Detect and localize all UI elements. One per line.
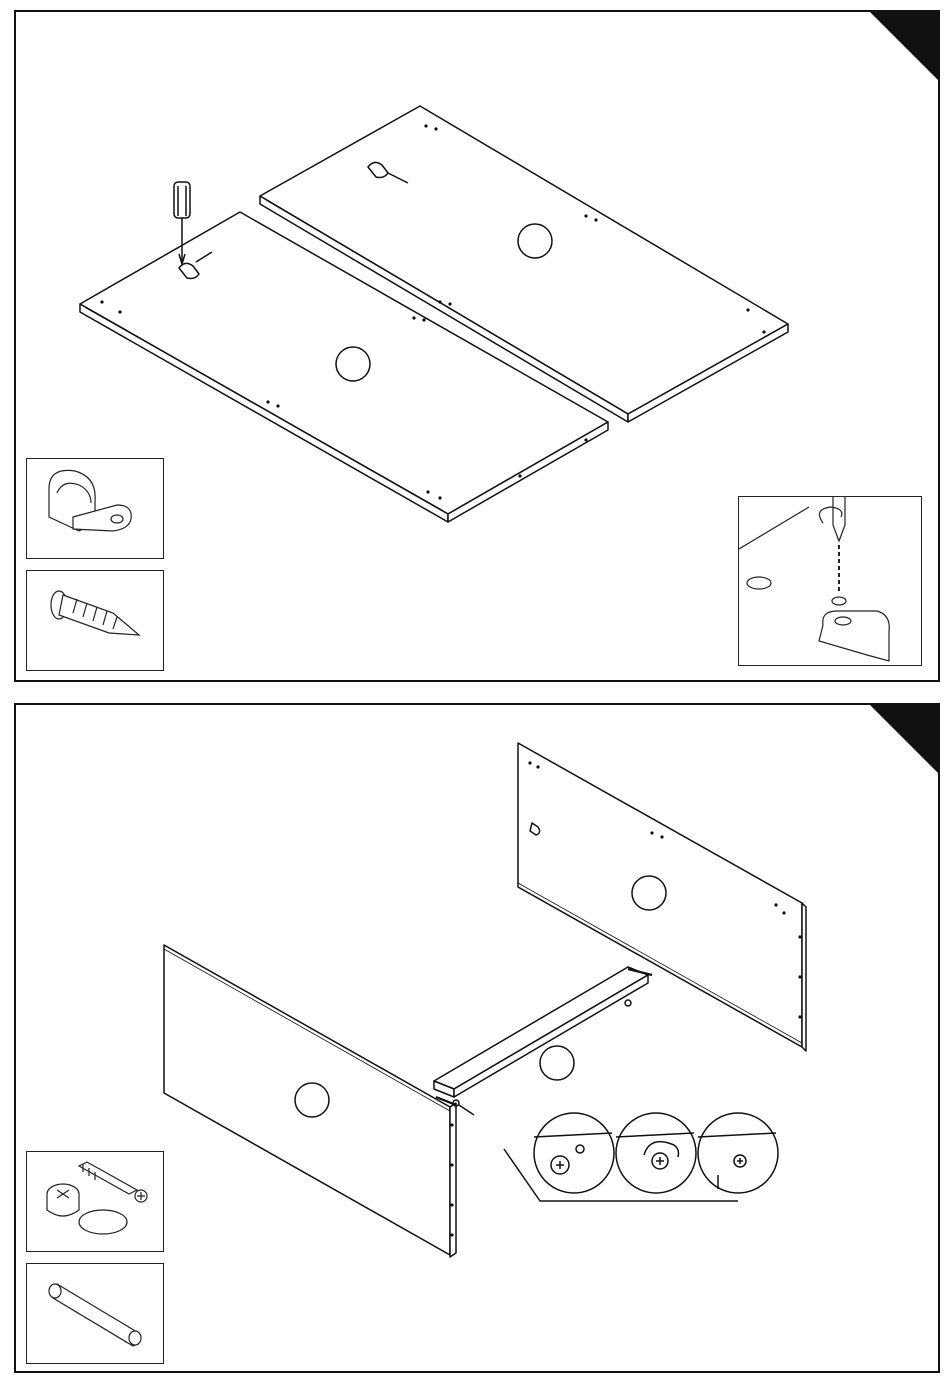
screwdriver-tip — [833, 497, 845, 541]
hardware-inset-screw — [26, 570, 164, 671]
cam-lock-fitting-icon — [27, 1152, 163, 1251]
wooden-dowel-icon — [27, 1264, 163, 1363]
detail-circle-rotate — [616, 1113, 696, 1193]
step-1-panel — [14, 10, 940, 682]
hardware-inset-cam-lock — [26, 1151, 164, 1252]
hardware-inset-clamp — [26, 458, 164, 559]
bottom-rail — [434, 967, 652, 1105]
screwdriver-clamp-detail — [738, 496, 922, 666]
pipe-clamp — [819, 611, 889, 661]
cam-lock-tightening-detail — [534, 1113, 778, 1193]
step-2-panel — [14, 703, 940, 1373]
hardware-inset-dowel — [26, 1263, 164, 1364]
pipe-clamp-icon — [27, 459, 163, 558]
front-upright-panel — [164, 945, 456, 1257]
detail-circle-insert — [534, 1113, 614, 1193]
part-label-circle-e — [540, 1046, 574, 1080]
wood-screw-icon — [27, 571, 163, 670]
back-upright-panel — [518, 743, 806, 1051]
detail-circle-locked — [698, 1113, 778, 1193]
screw-head — [832, 597, 846, 605]
